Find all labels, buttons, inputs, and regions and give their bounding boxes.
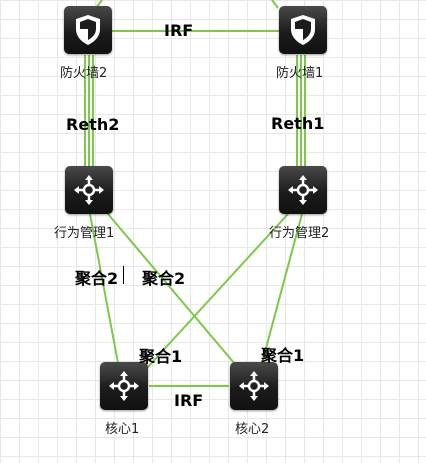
line-bm2-core2 <box>261 213 303 364</box>
firewall-2-label: 防火墙2 <box>60 66 108 81</box>
aggregation-1-left-label: 聚合1 <box>139 347 183 366</box>
reth1-label: Reth1 <box>271 114 325 133</box>
reth2-label: Reth2 <box>66 115 120 134</box>
four-arrows-icon <box>65 166 113 214</box>
irf-bottom-label: IRF <box>174 391 204 410</box>
core-2-label: 核心2 <box>235 422 270 437</box>
behavior-mgmt-1-label: 行为管理1 <box>54 226 115 241</box>
behavior-mgmt-2-node[interactable] <box>279 166 329 216</box>
four-arrows-icon <box>230 362 278 410</box>
core-1-node[interactable] <box>100 362 150 412</box>
line-bm2-core1 <box>146 213 289 369</box>
text-cursor <box>123 266 124 284</box>
four-arrows-icon <box>279 166 327 214</box>
core-2-node[interactable] <box>230 362 280 412</box>
behavior-mgmt-2-label: 行为管理2 <box>269 226 330 241</box>
shield-icon <box>64 6 112 54</box>
line-bm1-core1 <box>89 213 119 364</box>
line-fw1-up <box>271 0 279 9</box>
firewall-1-node[interactable] <box>279 6 329 56</box>
firewall-1-label: 防火墙1 <box>276 66 324 81</box>
behavior-mgmt-1-node[interactable] <box>65 166 115 216</box>
firewall-2-node[interactable] <box>64 6 114 56</box>
four-arrows-icon <box>100 362 148 410</box>
aggregation-1-right-label: 聚合1 <box>261 346 305 365</box>
aggregation-2-right-label: 聚合2 <box>142 269 186 288</box>
aggregation-2-left-label: 聚合2 <box>75 269 119 288</box>
line-bm1-core2 <box>107 213 241 371</box>
irf-top-label: IRF <box>164 21 194 40</box>
core-1-label: 核心1 <box>105 422 140 437</box>
shield-icon <box>279 6 327 54</box>
